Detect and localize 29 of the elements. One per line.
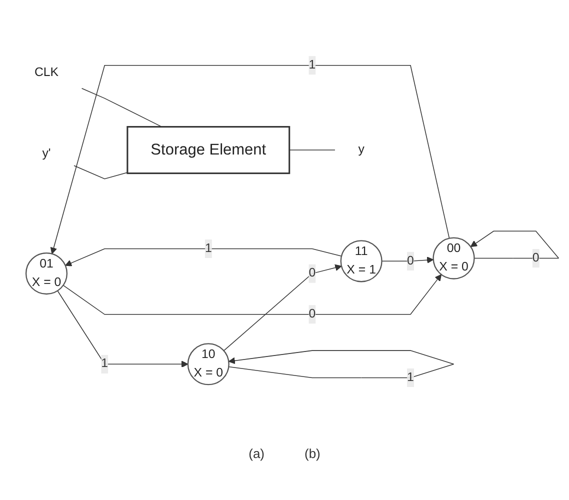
edge-label: 1 — [204, 242, 212, 256]
edge-label: 0 — [308, 266, 316, 280]
arrow — [56, 290, 188, 368]
edge-label: 1 — [100, 358, 108, 371]
edge-label: 1 — [308, 58, 316, 72]
connector — [73, 166, 128, 180]
edge-label: 0 — [532, 252, 539, 265]
arrow — [64, 248, 342, 267]
arrow — [222, 264, 342, 352]
arrow — [228, 350, 454, 378]
arrow — [380, 257, 434, 264]
edge-label: 0 — [406, 254, 414, 268]
edge-label: 1 — [406, 371, 414, 384]
arrow — [62, 274, 442, 316]
node-circle: 01 X = 0 — [24, 252, 68, 295]
node-circle: 00 X = 0 — [432, 238, 474, 280]
connector — [288, 150, 335, 151]
edge-label: 0 — [308, 308, 316, 321]
node-circle: 11 X = 1 — [340, 240, 382, 283]
node-circle: 10 X = 0 — [186, 344, 229, 386]
figure-label: (a) — [248, 446, 264, 461]
node-box: Storage Element — [126, 126, 290, 174]
node-text: y' — [42, 147, 50, 160]
arrow — [50, 65, 450, 255]
connector — [80, 88, 162, 128]
node-text: CLK — [34, 66, 58, 80]
node-text: y — [358, 143, 364, 157]
arrow — [470, 231, 559, 260]
figure-label: (b) — [304, 446, 320, 461]
